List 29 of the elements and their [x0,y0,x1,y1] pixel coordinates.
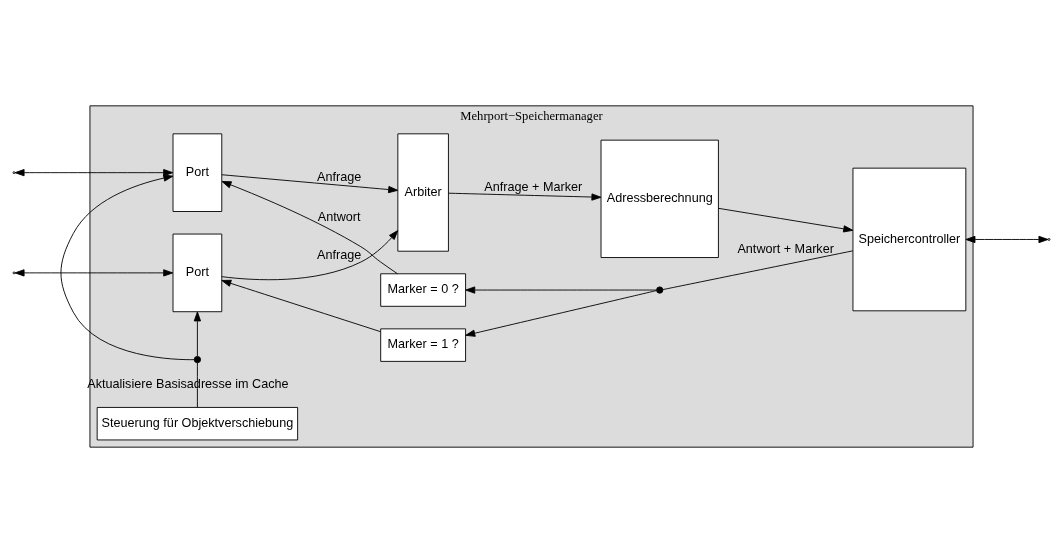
edge-label: Antwort + Marker [737,241,834,256]
edge-label: Anfrage [317,247,362,262]
arrow [193,311,201,357]
node-box: Marker = 0 ? [380,272,467,307]
node-box: Steuerung für Objektverschiebung [96,406,299,440]
edge-label: Anfrage + Marker [484,179,583,194]
arrow [717,207,854,232]
arrow [465,289,657,337]
node-box: Adressberechnung [600,139,719,258]
arrow [221,180,398,274]
edge-label: Anfrage [317,169,362,184]
node-box: Arbiter [397,132,449,252]
arrow [221,279,381,332]
connector [196,361,198,408]
arrow [465,285,657,294]
node-box: Speichercontroller [852,167,967,311]
node-box: Port [172,132,223,212]
arrow [14,168,174,182]
connector [662,249,854,290]
node-box: Port [172,233,223,312]
arrow [60,168,195,360]
arrow [221,173,399,193]
arrow [221,229,399,280]
arrow [14,268,174,276]
node-circle [193,355,201,363]
arrow [448,192,602,201]
node-circle [656,285,664,294]
edge-label: Antwort [317,209,361,224]
node-box: Marker = 1 ? [380,327,467,362]
